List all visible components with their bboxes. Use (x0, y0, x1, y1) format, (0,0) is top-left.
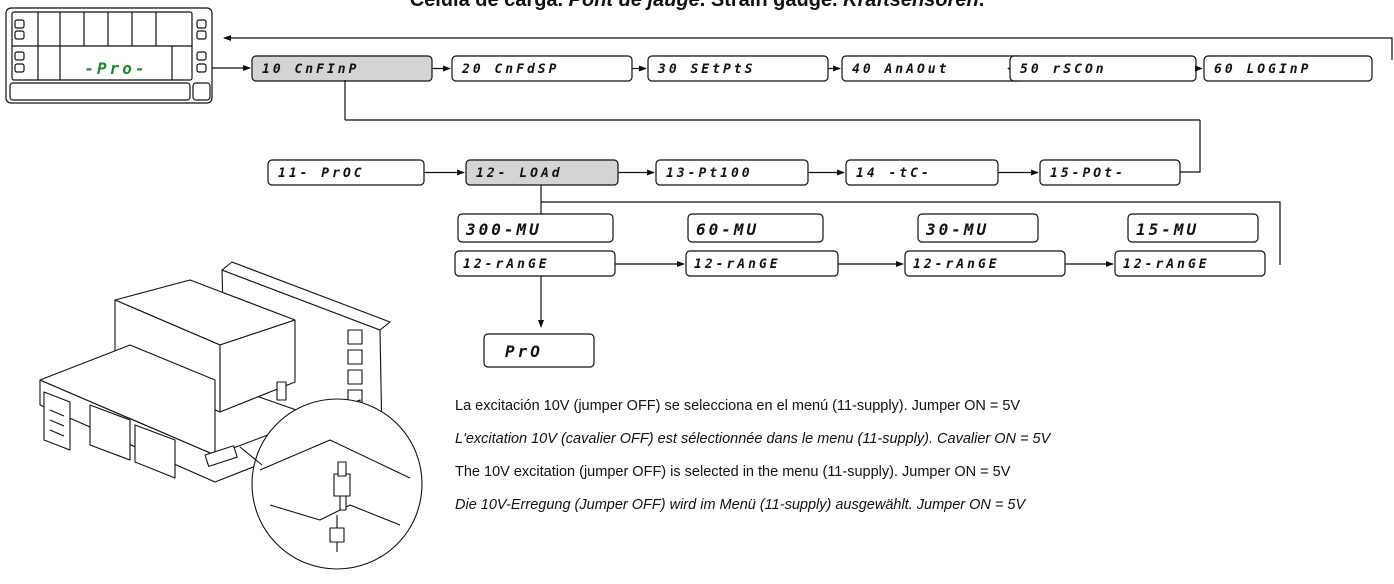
title-en: . Strain gauge. (699, 0, 844, 11)
range-options: 300-MU 12-rAnGE 60-MU 12-rAnGE 30-MU 12-rAnGE… (454, 213, 1266, 277)
menu-box-label: 40 AnAOut (852, 62, 949, 77)
range-label-box (1114, 250, 1266, 277)
menu-box-label: 50 rSCOn (1020, 62, 1107, 77)
title-end: . (978, 0, 985, 11)
note-german: Die 10V-Erregung (Jumper OFF) wird im Me… (455, 497, 1026, 513)
note-english: The 10V excitation (jumper OFF) is selec… (455, 464, 1011, 480)
range-value: 300-MU (465, 220, 542, 239)
submenu-box-label: 13-Pt100 (666, 166, 753, 181)
meter-device (5, 7, 213, 104)
range-label: 12-rAnGE (1123, 257, 1210, 272)
range-connectors (538, 185, 1281, 328)
title-de: Kraftsensoren (843, 0, 979, 11)
menu-box-label: 30 SEtPtS (657, 62, 755, 77)
menu-box-label: 20 CnFdSP (461, 62, 559, 77)
range-label: 12-rAnGE (913, 257, 1000, 272)
submenu-box-label: 12- LOAd (476, 166, 563, 181)
diagram-title: Célula de carga. Pont de jauge. Strain g… (0, 0, 1394, 12)
range-value-box (917, 213, 1039, 243)
range-value-box (687, 213, 824, 243)
submenu-box-15 (1039, 159, 1181, 186)
hardware-illustration (39, 261, 423, 570)
range-label: 12-rAnGE (463, 257, 550, 272)
menu-box-label: 10 CnFInP (262, 62, 359, 77)
meter-display-readout: -Pro- (84, 59, 147, 78)
range-value: 60-MU (696, 220, 759, 239)
return-line-top (212, 35, 1393, 71)
submenu-box-label: 14 -tC- (856, 166, 932, 181)
menu-box-label: 60 LOGInP (1214, 62, 1311, 77)
submenu-box-label: 11- PrOC (278, 166, 365, 181)
menu-row-1: 10 CnFInP 20 CnFdSP 30 SEtPtS 40 AnAOut 50 r… (251, 55, 1373, 82)
title-es: Célula de carga. (409, 0, 569, 11)
range-value-box (1127, 213, 1259, 243)
range-label: 12-rAnGE (694, 257, 781, 272)
note-spanish: La excitación 10V (jumper OFF) se selecc… (455, 398, 1021, 414)
range-value: 15-MU (1136, 220, 1199, 239)
menu-row-2: 11- PrOC 12- LOAd 13-Pt100 14 -tC- 15-POt- (267, 119, 1200, 186)
title-fr: Pont de jauge (568, 0, 700, 11)
range-value-box (457, 213, 614, 243)
menu-box-60 (1203, 55, 1373, 82)
row2-connectors (344, 80, 1201, 173)
note-french: L'excitation 10V (cavalier OFF) est séle… (455, 431, 1051, 447)
pro-box-label: PrO (505, 342, 543, 361)
range-value: 30-MU (925, 220, 989, 239)
submenu-box-label: 15-POt- (1050, 166, 1126, 181)
